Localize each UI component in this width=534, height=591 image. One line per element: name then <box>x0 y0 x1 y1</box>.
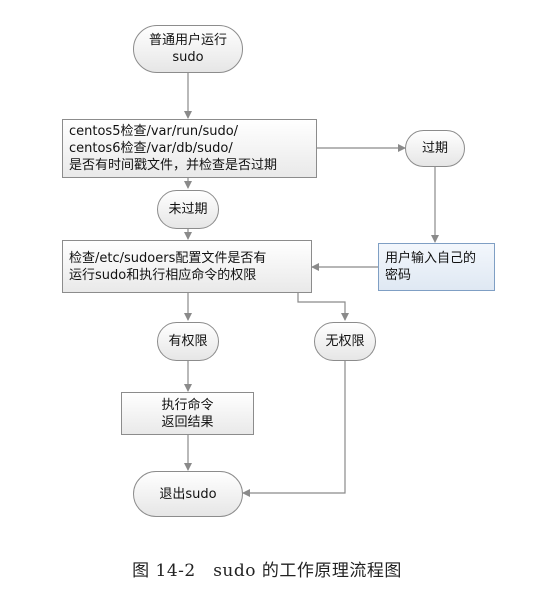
has-permission-node: 有权限 <box>157 322 219 361</box>
figure-caption: 图 14-2 sudo 的工作原理流程图 <box>132 561 402 581</box>
check-timestamp-box: centos5检查/var/run/sudo/ centos6检查/var/db… <box>62 119 317 178</box>
arrow-no-permission-to-exit <box>242 361 346 497</box>
enter-password-box: 用户输入自己的 密码 <box>378 243 495 291</box>
arrow-sudoers-to-no-permission <box>297 293 349 321</box>
not-expired-node: 未过期 <box>157 190 219 229</box>
exit-sudo-node: 退出sudo <box>133 471 243 517</box>
no-permission-node: 无权限 <box>314 322 376 361</box>
check-sudoers-box: 检查/etc/sudoers配置文件是否有 运行sudo和执行相应命令的权限 <box>62 240 312 293</box>
execute-command-box: 执行命令 返回结果 <box>121 392 254 435</box>
start-node: 普通用户运行 sudo <box>133 25 243 73</box>
expired-node: 过期 <box>405 130 465 167</box>
